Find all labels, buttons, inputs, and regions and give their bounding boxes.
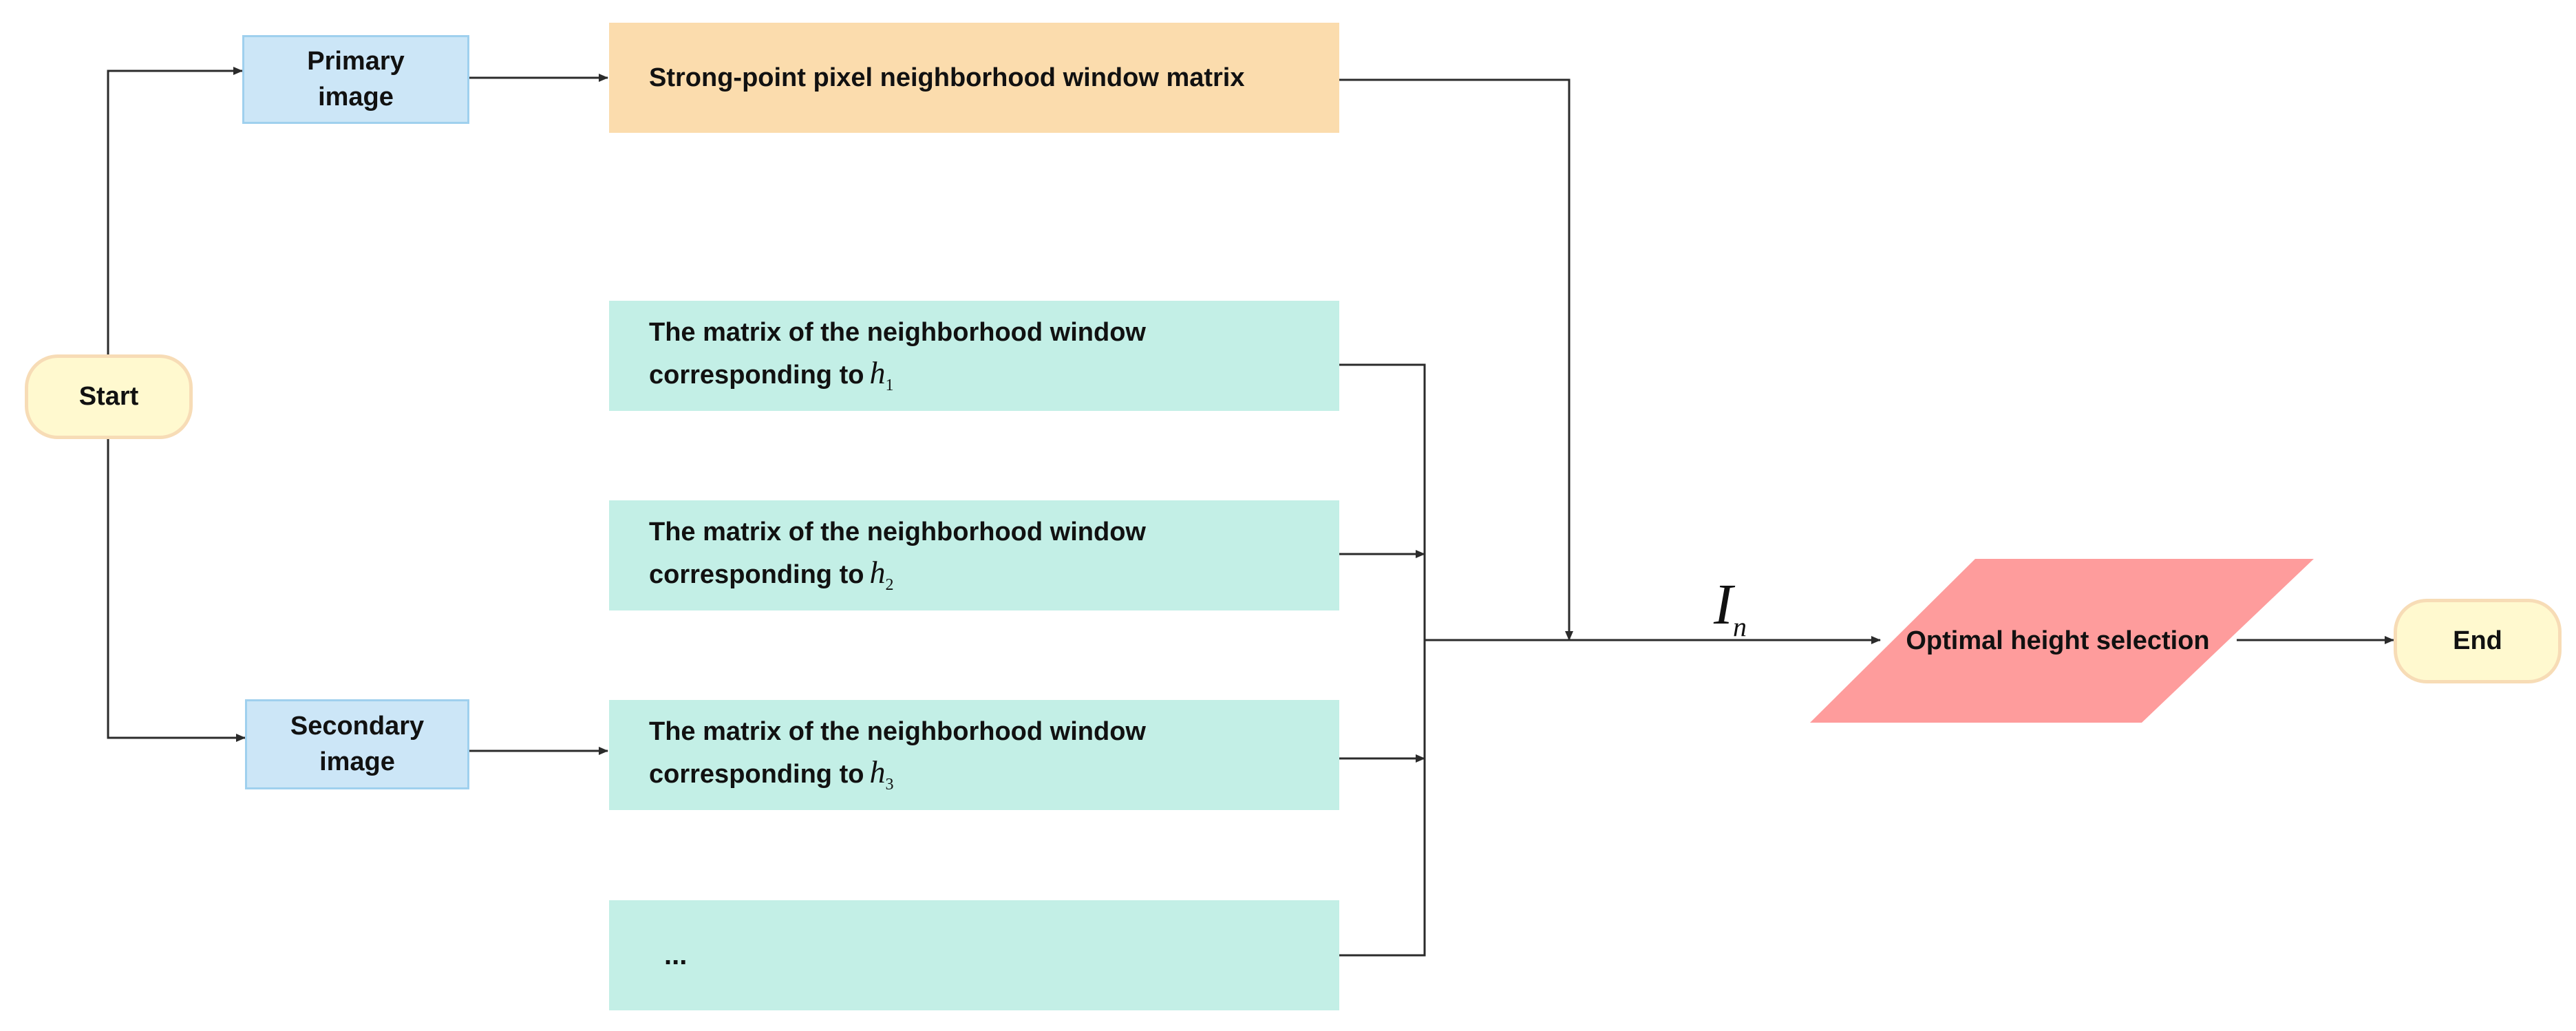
primary-image-label-line1: Primary <box>307 47 405 76</box>
primary-image-node: Primary image <box>242 35 469 124</box>
optimal-height-label: Optimal height selection <box>1906 626 2210 655</box>
variable-h3: h3 <box>869 754 894 794</box>
matrix-h1-node: The matrix of the neighborhood window co… <box>609 301 1339 411</box>
matrix-h3-line1: The matrix of the neighborhood window <box>649 716 1146 746</box>
start-node: Start <box>25 354 193 439</box>
optimal-height-shape <box>1810 559 2314 723</box>
secondary-image-label-line2: image <box>319 747 395 776</box>
secondary-image-label-line1: Secondary <box>290 712 425 741</box>
matrix-h1-line1: The matrix of the neighborhood window <box>649 317 1146 347</box>
strong-point-matrix-node: Strong-point pixel neighborhood window m… <box>609 23 1339 133</box>
edge-start-secondary <box>107 439 246 742</box>
matrix-h2-node: The matrix of the neighborhood window co… <box>609 500 1339 610</box>
strong-point-matrix-label: Strong-point pixel neighborhood window m… <box>649 63 1245 92</box>
matrix-more-label: ... <box>664 940 688 970</box>
secondary-image-node: Secondary image <box>245 699 469 789</box>
edge-start-primary <box>107 67 243 354</box>
matrix-h2-line1: The matrix of the neighborhood window <box>649 517 1146 546</box>
edge-collector-bus <box>1339 363 1426 957</box>
edge-label-in: In <box>1714 573 1747 642</box>
variable-h1: h1 <box>869 354 894 394</box>
optimal-height-node: Optimal height selection <box>1810 559 2306 723</box>
start-label: Start <box>78 382 139 411</box>
edge-strongpoint-merge <box>1339 78 1573 641</box>
end-node: End <box>2394 599 2562 683</box>
variable-h2: h2 <box>869 554 894 594</box>
primary-image-label-line2: image <box>318 82 394 111</box>
matrix-more-node: ... <box>609 900 1339 1010</box>
matrix-h3-node: The matrix of the neighborhood window co… <box>609 700 1339 810</box>
end-label: End <box>2453 626 2502 655</box>
